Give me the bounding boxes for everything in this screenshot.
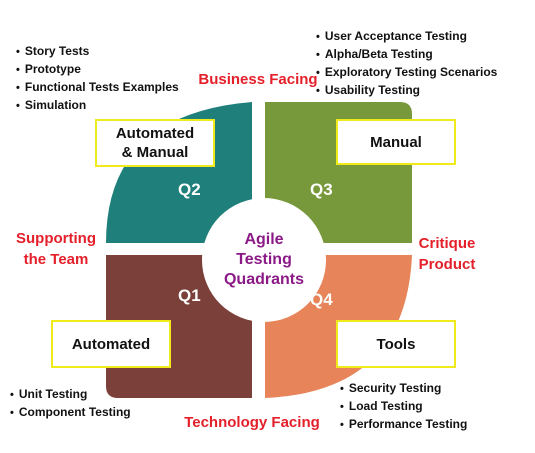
axis-label-left-line2: the Team: [23, 251, 89, 268]
quadrant-q4-label: Q4: [310, 290, 333, 309]
quadrant-q3-label: Q3: [310, 180, 333, 199]
center-circle: Agile Testing Quadrants: [202, 198, 326, 322]
axis-label-bottom: Technology Facing: [184, 414, 320, 431]
list-item: User Acceptance Testing: [316, 28, 497, 46]
q2-type-line2: & Manual: [121, 144, 189, 161]
quadrant-q2-shape: [106, 102, 252, 243]
quadrant-q1-label: Q1: [178, 286, 201, 305]
axis-label-right-line1: Critique: [418, 235, 476, 252]
quadrant-q2-label: Q2: [178, 180, 201, 199]
center-title-line2: Testing: [236, 251, 292, 268]
list-item: Simulation: [16, 97, 179, 115]
q1-type-box: Automated: [51, 320, 171, 368]
list-item: Prototype: [16, 61, 179, 79]
center-title-line1: Agile: [244, 231, 284, 248]
q2-type-line1: Automated: [115, 125, 195, 142]
q1-items-list: Unit Testing Component Testing: [10, 386, 131, 422]
list-item: Security Testing: [340, 380, 467, 398]
list-item: Usability Testing: [316, 82, 497, 100]
list-item: Exploratory Testing Scenarios: [316, 64, 498, 82]
q4-type-box: Tools: [336, 320, 456, 368]
list-item: Load Testing: [340, 398, 467, 416]
list-item: Component Testing: [10, 404, 131, 422]
list-item: Story Tests: [16, 43, 179, 61]
q3-items-list: User Acceptance Testing Alpha/Beta Testi…: [316, 28, 498, 100]
q3-type-box: Manual: [336, 119, 456, 165]
q2-items-list: Story Tests Prototype Functional Tests E…: [16, 43, 179, 115]
axis-label-right-line2: Product: [418, 256, 476, 273]
center-title-line3: Quadrants: [223, 271, 304, 288]
list-item: Unit Testing: [10, 386, 131, 404]
list-item: Functional Tests Examples: [16, 79, 179, 97]
q4-items-list: Security Testing Load Testing Performanc…: [340, 380, 467, 434]
axis-label-right: Critique Product: [410, 233, 484, 275]
q2-type-box: Automated & Manual: [95, 119, 215, 167]
list-item: Alpha/Beta Testing: [316, 46, 497, 64]
axis-label-left-line1: Supporting: [16, 230, 96, 247]
list-item: Performance Testing: [340, 416, 467, 434]
axis-label-top: Business Facing: [198, 71, 318, 88]
axis-label-left: Supporting the Team: [8, 228, 104, 270]
